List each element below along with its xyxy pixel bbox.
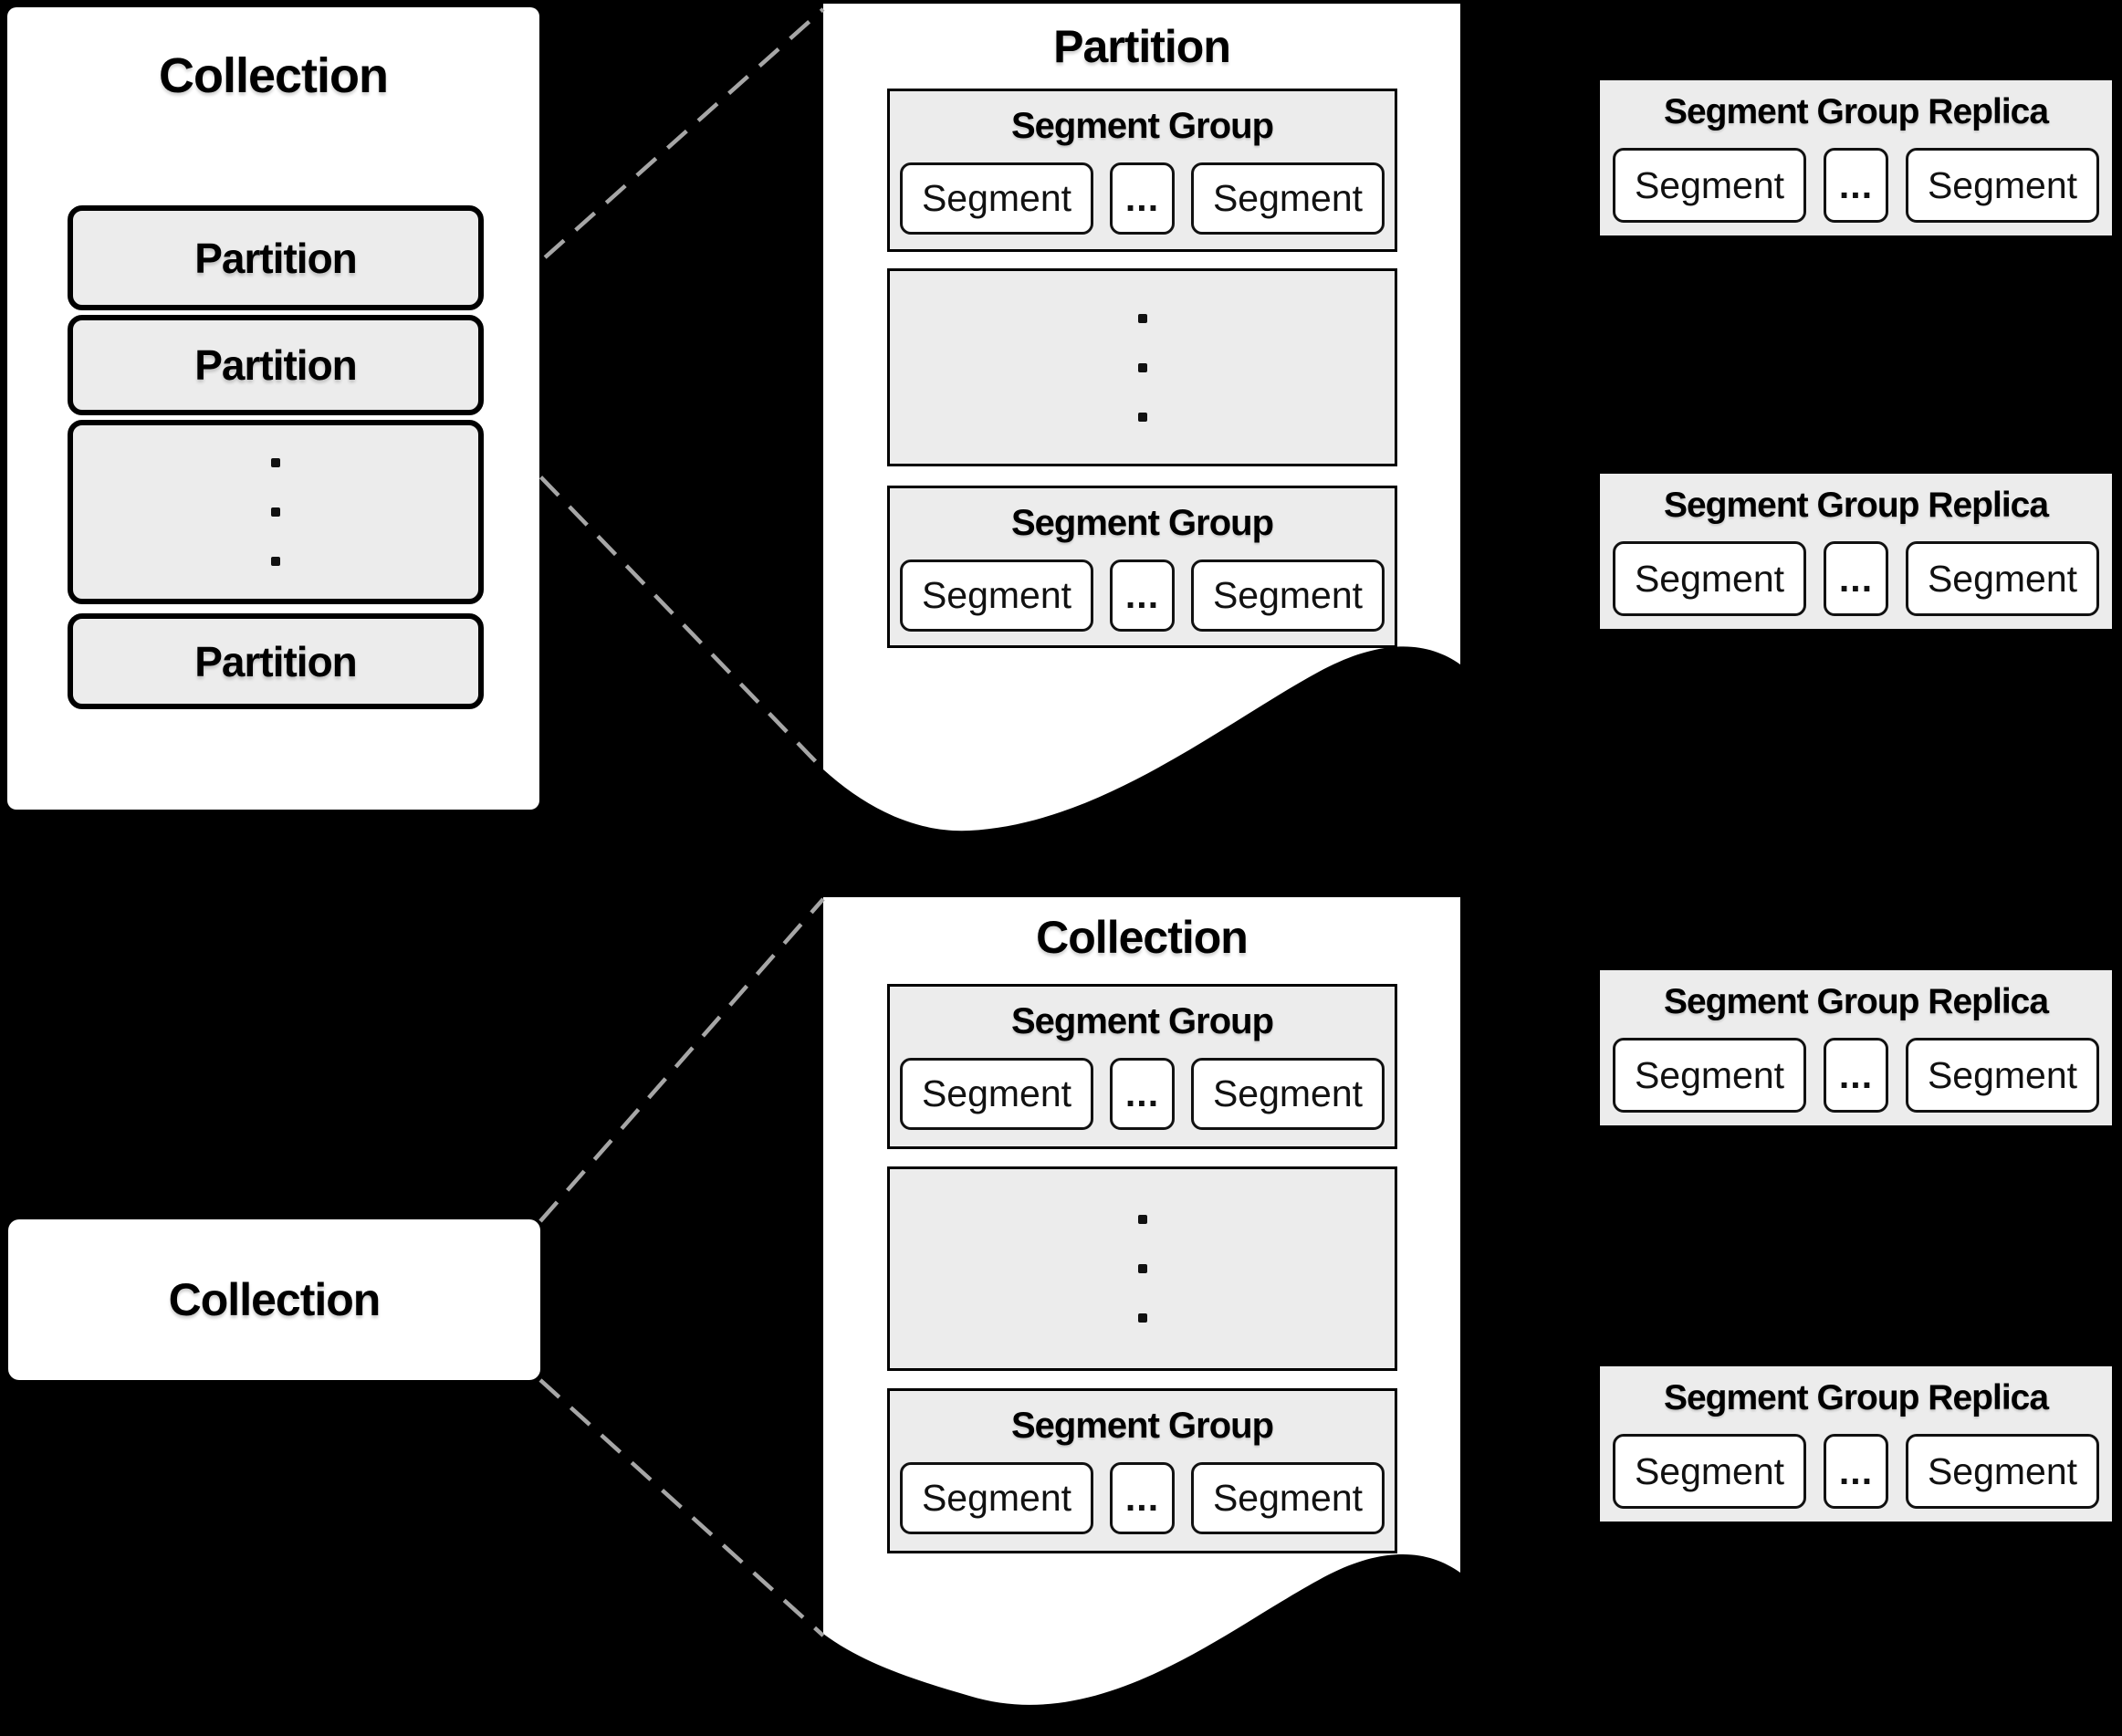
- segment-group-box: Segment Group Segment ... Segment: [887, 1388, 1397, 1553]
- segment-box: Segment: [1191, 1058, 1385, 1130]
- ellipsis-box: ...: [1824, 148, 1888, 223]
- segment-box: Segment: [1191, 1462, 1385, 1534]
- segment-box: Segment: [1906, 541, 2099, 616]
- segment-row: Segment ... Segment: [890, 559, 1395, 632]
- dashed-connector-top-upper: [482, 7, 825, 314]
- collection-panel: Collection Partition Partition Partition: [7, 7, 539, 810]
- segment-group-box: Segment Group Segment ... Segment: [887, 984, 1397, 1149]
- segment-box: Segment: [1613, 1434, 1806, 1509]
- partition-page-title: Partition: [1053, 21, 1231, 72]
- segment-group-replica-box: Segment Group Replica Segment ... Segmen…: [1600, 80, 2112, 235]
- dashed-connector-bottom-lower: [538, 1378, 825, 1637]
- segment-box: Segment: [1906, 1038, 2099, 1113]
- vertical-ellipsis-icon: [890, 271, 1395, 464]
- ellipsis-box: ...: [1110, 162, 1175, 235]
- replica-title: Segment Group Replica: [1663, 486, 2049, 525]
- replica-title: Segment Group Replica: [1663, 1378, 2049, 1417]
- segment-box: Segment: [1613, 1038, 1806, 1113]
- segment-group-ellipsis-box: [887, 1166, 1397, 1371]
- segment-group-replica-box: Segment Group Replica Segment ... Segmen…: [1600, 474, 2112, 629]
- ellipsis-box: ...: [1824, 1434, 1888, 1509]
- segment-row: Segment ... Segment: [1600, 1038, 2112, 1113]
- ellipsis-box: ...: [1110, 1462, 1175, 1534]
- segment-group-box: Segment Group Segment ... Segment: [887, 486, 1397, 648]
- segment-group-replica-box: Segment Group Replica Segment ... Segmen…: [1600, 970, 2112, 1125]
- ellipsis-box: ...: [1824, 541, 1888, 616]
- segment-box: Segment: [1191, 559, 1385, 632]
- vertical-ellipsis-icon: [890, 1169, 1395, 1368]
- ellipsis-box: ...: [1110, 1058, 1175, 1130]
- segment-group-title: Segment Group: [1010, 1001, 1274, 1041]
- segment-row: Segment ... Segment: [1600, 541, 2112, 616]
- partition-box: Partition: [68, 613, 484, 709]
- segment-group-title: Segment Group: [1010, 503, 1274, 543]
- segment-group-replica-box: Segment Group Replica Segment ... Segmen…: [1600, 1366, 2112, 1522]
- segment-group-ellipsis-box: [887, 268, 1397, 466]
- segment-row: Segment ... Segment: [890, 162, 1395, 235]
- segment-group-title: Segment Group: [1010, 106, 1274, 146]
- segment-box: Segment: [1906, 1434, 2099, 1509]
- partition-box: Partition: [68, 315, 484, 415]
- segment-box: Segment: [1191, 162, 1385, 235]
- segment-box: Segment: [900, 1058, 1093, 1130]
- segment-row: Segment ... Segment: [890, 1058, 1395, 1130]
- segment-group-title: Segment Group: [1010, 1406, 1274, 1446]
- segment-box: Segment: [1613, 148, 1806, 223]
- segment-group-box: Segment Group Segment ... Segment: [887, 89, 1397, 252]
- replica-title: Segment Group Replica: [1663, 92, 2049, 131]
- dashed-connector-bottom-upper: [538, 897, 825, 1223]
- collection-chip: Collection: [8, 1219, 540, 1380]
- segment-box: Segment: [900, 559, 1093, 632]
- segment-row: Segment ... Segment: [890, 1462, 1395, 1534]
- segment-box: Segment: [900, 162, 1093, 235]
- segment-box: Segment: [1906, 148, 2099, 223]
- replica-title: Segment Group Replica: [1663, 982, 2049, 1021]
- partition-ellipsis-box: [68, 420, 484, 604]
- vertical-ellipsis-icon: [73, 425, 478, 599]
- segment-row: Segment ... Segment: [1600, 148, 2112, 223]
- segment-row: Segment ... Segment: [1600, 1434, 2112, 1509]
- partition-box: Partition: [68, 205, 484, 310]
- segment-box: Segment: [900, 1462, 1093, 1534]
- collection-page-title: Collection: [1036, 912, 1249, 963]
- collection-panel-title: Collection: [158, 48, 389, 103]
- segment-box: Segment: [1613, 541, 1806, 616]
- ellipsis-box: ...: [1110, 559, 1175, 632]
- ellipsis-box: ...: [1824, 1038, 1888, 1113]
